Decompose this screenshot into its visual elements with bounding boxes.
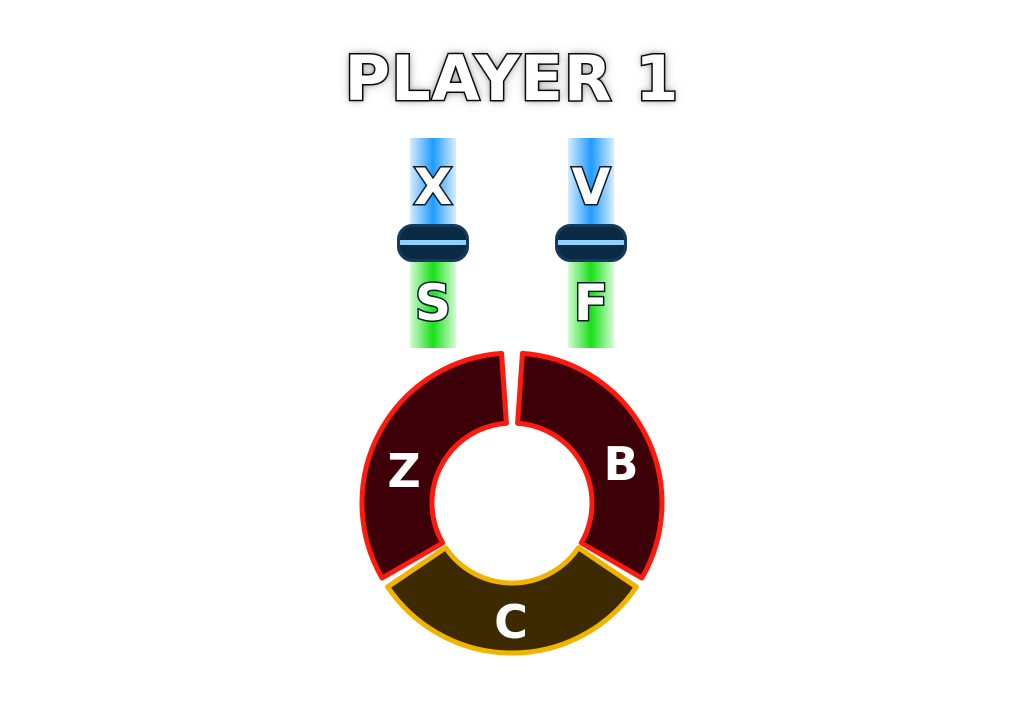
slider-left[interactable]: X S <box>397 138 469 348</box>
slider-right-top-bar <box>568 138 614 230</box>
slider-right-bottom-bar <box>568 256 614 348</box>
wheel-segment-c[interactable] <box>385 545 639 656</box>
wheel-segment-b[interactable] <box>515 350 665 581</box>
key-v-label: V <box>570 157 612 218</box>
wheel-segment-z[interactable] <box>359 350 509 581</box>
slider-right-handle[interactable] <box>555 224 627 262</box>
slider-left-handle[interactable] <box>397 224 469 262</box>
wheel-label-z: Z <box>387 444 420 498</box>
key-f-label: F <box>572 273 609 334</box>
wheel-label-c: C <box>494 595 528 649</box>
wheel-label-b: B <box>603 437 638 491</box>
key-s-label: S <box>413 273 452 334</box>
slider-right[interactable]: V F <box>555 138 627 348</box>
slider-left-top-bar <box>410 138 456 230</box>
key-x-label: X <box>412 157 454 218</box>
slider-left-bottom-bar <box>410 256 456 348</box>
player-title: PLAYER 1 <box>343 41 680 117</box>
